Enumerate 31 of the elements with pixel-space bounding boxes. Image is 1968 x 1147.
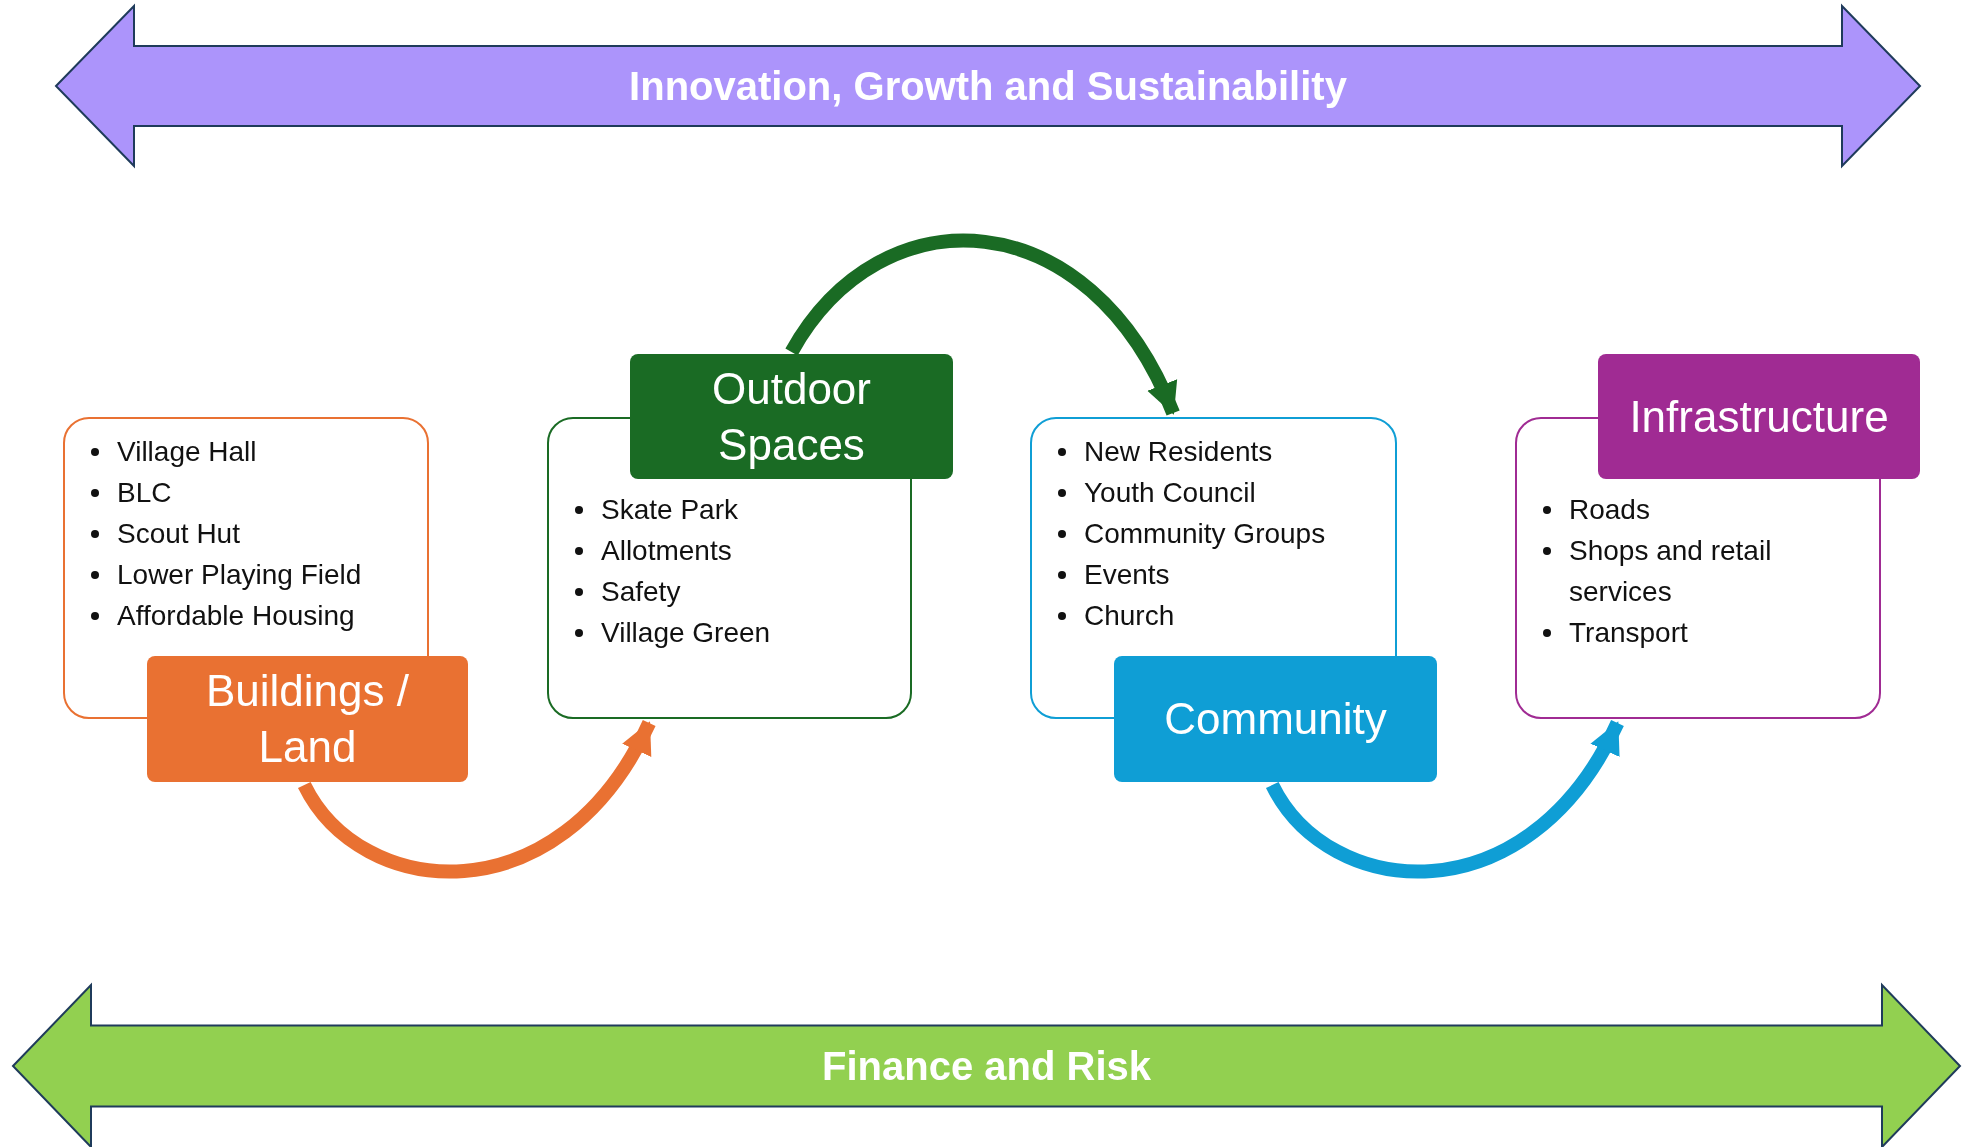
list-item: Church: [1084, 600, 1175, 631]
list-item: New Residents: [1084, 436, 1273, 467]
heading-tab: Buildings / Land: [147, 656, 468, 782]
list-item: Shops and retail services: [1569, 535, 1772, 607]
list-item: Scout Hut: [117, 518, 240, 549]
banner-title: Innovation, Growth and Sustainability: [629, 63, 1347, 109]
list-item: Youth Council: [1084, 477, 1256, 508]
curved-arrow: [298, 719, 656, 878]
double-arrow-banner: [56, 6, 1920, 166]
list-item: Allotments: [601, 535, 732, 566]
list-item: Skate Park: [601, 494, 738, 525]
curved-arrow: [1266, 719, 1624, 878]
list-item: Village Green: [601, 617, 771, 648]
list-item: Roads: [1569, 494, 1650, 525]
category-card: [63, 417, 468, 782]
list-item: Transport: [1569, 617, 1688, 648]
list-item: Lower Playing Field: [117, 559, 362, 590]
heading-tab: Outdoor Spaces: [630, 354, 953, 479]
category-card: [547, 354, 953, 719]
heading-tab: Community: [1114, 656, 1437, 782]
list-item: Events: [1084, 559, 1170, 590]
list-item: Community Groups: [1084, 518, 1326, 549]
double-arrow-banner: [13, 985, 1960, 1147]
list-item: Village Hall: [117, 436, 257, 467]
list-item: Affordable Housing: [117, 600, 355, 631]
list-item: BLC: [117, 477, 172, 508]
heading-tab: Infrastructure: [1598, 354, 1920, 479]
category-card: [1515, 354, 1920, 719]
list-item: Safety: [601, 576, 681, 607]
category-card: [1030, 417, 1437, 782]
banner-title: Finance and Risk: [822, 1043, 1151, 1089]
